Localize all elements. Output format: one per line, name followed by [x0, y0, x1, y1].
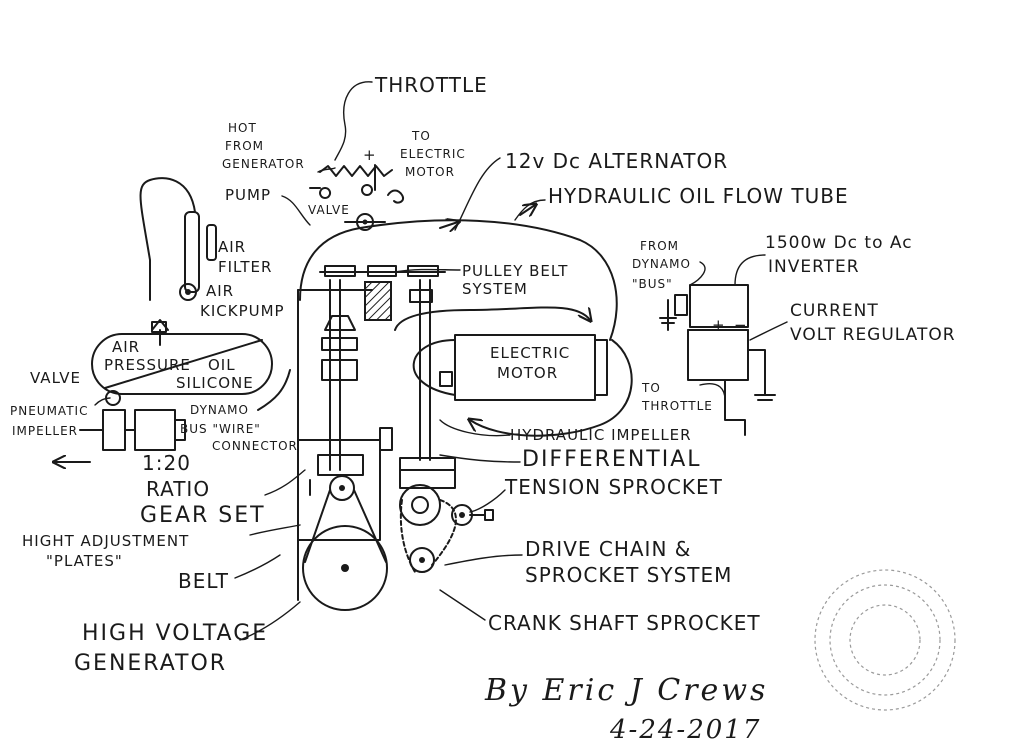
alternator-label: 12v Dc ALTERNATOR — [505, 149, 728, 173]
sprocket-system-label: SPROCKET SYSTEM — [525, 563, 732, 587]
signature: By Eric J Crews 4-24-2017 — [484, 673, 768, 745]
differential-label: DIFFERENTIAL — [522, 447, 702, 472]
to-motor-motor: MOTOR — [405, 165, 455, 179]
drive-chain-label: DRIVE CHAIN & — [525, 537, 691, 561]
plus-sign-regulator: + — [712, 316, 726, 334]
high-voltage-generator — [302, 489, 388, 611]
from-label: FROM — [225, 139, 264, 153]
pressure-tank — [91, 333, 273, 395]
valve-top-label: VALVE — [308, 203, 350, 217]
valve-left-label: VALVE — [30, 369, 81, 387]
tank-air-label: AIR — [112, 338, 140, 356]
gear-ratio-label: 1:20 — [142, 451, 191, 475]
hydraulic-oil-tube — [257, 205, 633, 437]
inverter-regulator — [659, 284, 776, 436]
belt-label: BELT — [178, 569, 229, 593]
pneumatic-label: PNEUMATIC — [10, 404, 88, 418]
generator-label: GENERATOR — [222, 157, 305, 171]
plus-sign-throttle: + — [363, 146, 377, 164]
from-dynamo-from: FROM — [640, 239, 679, 253]
notary-stamp — [814, 569, 956, 711]
air-filter-filter: FILTER — [218, 258, 272, 276]
leader-lines — [94, 81, 788, 641]
pulley-belt-label: PULLEY BELT — [462, 262, 568, 280]
from-dynamo-dynamo: DYNAMO — [632, 257, 691, 271]
high-voltage-label: HIGH VOLTAGE — [82, 621, 268, 646]
gear-set-label: GEAR SET — [140, 503, 266, 528]
electric-motor — [412, 334, 608, 401]
plates-label: "PLATES" — [46, 552, 123, 570]
tank-pressure-label: PRESSURE — [104, 356, 191, 374]
oil-tube-label: HYDRAULIC OIL FLOW TUBE — [548, 184, 849, 208]
throttle-label: THROTTLE — [374, 73, 488, 97]
to-throttle-throttle: THROTTLE — [641, 399, 713, 413]
pneumatic-impeller — [55, 390, 186, 462]
ratio-label: RATIO — [146, 477, 210, 501]
height-adjustment-label: HIGHT ADJUSTMENT — [22, 532, 189, 550]
to-throttle-to: TO — [641, 381, 661, 395]
dynamo-label: DYNAMO — [190, 403, 249, 417]
generator-main-label: GENERATOR — [74, 651, 227, 676]
drive-chain — [399, 457, 494, 573]
impeller-label: IMPELLER — [12, 424, 78, 438]
pulley-system-label: SYSTEM — [462, 280, 528, 298]
kickpump-air: AIR — [206, 282, 234, 300]
signature-date: 4-24-2017 — [609, 715, 761, 744]
to-motor-to: TO — [411, 129, 431, 143]
labels: THROTTLE HOT FROM GENERATOR TO ELECTRIC … — [10, 73, 956, 676]
tank-silicone-label: SILICONE — [176, 374, 254, 392]
main-frame — [297, 265, 446, 601]
air-filter-air: AIR — [218, 238, 246, 256]
inverter-label: INVERTER — [768, 257, 860, 277]
volt-regulator-label: VOLT REGULATOR — [790, 325, 956, 345]
bus-wire-label: BUS "WIRE" — [180, 422, 261, 436]
motor-electric-label: ELECTRIC — [490, 344, 570, 362]
minus-sign-regulator: − — [734, 316, 748, 334]
tension-sprocket-label: TENSION SPROCKET — [504, 475, 723, 499]
to-motor-electric: ELECTRIC — [400, 147, 466, 161]
connector-label: CONNECTOR — [212, 439, 298, 453]
pump-label: PUMP — [225, 186, 271, 204]
tank-oil-label: OIL — [208, 356, 236, 374]
crankshaft-sprocket-label: CRANK SHAFT SPROCKET — [488, 611, 761, 635]
inverter-rating: 1500w Dc to Ac — [765, 233, 913, 253]
motor-motor-label: MOTOR — [497, 364, 558, 382]
hot-label: HOT — [228, 121, 257, 135]
current-label: CURRENT — [790, 301, 879, 321]
signature-text: By Eric J Crews — [484, 673, 768, 708]
hydraulic-impeller-label: HYDRAULIC IMPELLER — [510, 426, 692, 444]
from-dynamo-bus: "BUS" — [632, 277, 673, 291]
kickpump-kickpump: KICKPUMP — [200, 302, 285, 320]
throttle-assembly — [309, 164, 404, 231]
air-kickpump — [139, 177, 217, 346]
